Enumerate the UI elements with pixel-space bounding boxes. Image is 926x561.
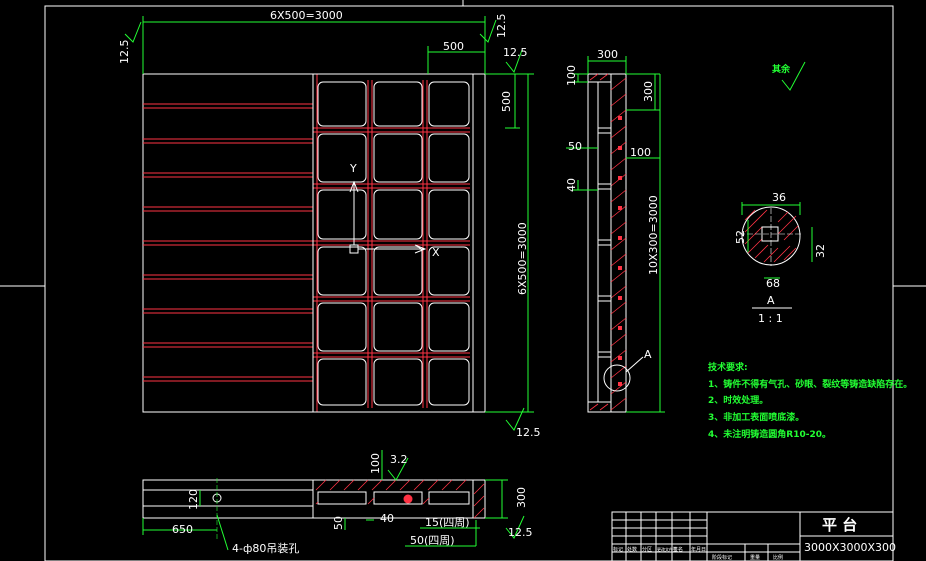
title-block (611, 511, 894, 561)
notes-item-2: 2、时效处理。 (708, 394, 768, 406)
dim-bottom-120: 120 (187, 489, 200, 510)
dim-bottom-40: 40 (380, 512, 394, 525)
dim-top-cell: 500 (443, 40, 464, 53)
title-block-row-1: 标记 (613, 546, 623, 553)
plan-slots (143, 103, 313, 382)
section-dimensions (566, 56, 665, 413)
detail-title: A (767, 294, 775, 307)
lifting-hole-center (403, 494, 413, 504)
title-block-row-4: 更改文件号 (657, 546, 677, 552)
dim-right-total: 6X500=3000 (516, 222, 529, 295)
notes-item-4: 4、未注明铸造圆角R10-20。 (708, 428, 831, 440)
section-hatch (589, 73, 627, 411)
dim-detail-52: 52 (734, 230, 747, 244)
dim-section-top-right: 300 (642, 81, 655, 102)
title-block-row-5: 签名 (673, 546, 683, 553)
dim-roughness-right: 12.5 (503, 46, 528, 59)
lifting-holes-note: 4-ф80吊装孔 (232, 542, 299, 555)
title-block-col-1: 阶段标记 (712, 554, 732, 561)
dim-detail-68: 68 (766, 277, 780, 290)
section-mark-label: A (644, 348, 652, 361)
axis-x-label: X (432, 246, 440, 259)
notes-title: 技术要求: (708, 361, 748, 373)
detail-scale: 1 : 1 (758, 312, 783, 325)
dim-top-total: 6X500=3000 (270, 9, 343, 22)
front-hatch (315, 479, 485, 519)
notes-item-3: 3、非加工表面喷底漆。 (708, 411, 804, 423)
dim-section-50: 50 (568, 140, 582, 153)
section-ribs (597, 127, 612, 358)
front-section-view (142, 478, 486, 540)
ucs-icon (349, 180, 427, 254)
detail-dimensions (741, 202, 813, 279)
detail-circle-marker (603, 364, 631, 392)
dim-bottom-100: 100 (369, 453, 382, 474)
title-block-col-3: 比例 (773, 554, 783, 561)
plan-dimensions (124, 16, 534, 431)
axis-y-label: Y (349, 162, 357, 175)
dim-right-cell: 500 (500, 91, 513, 112)
section-markers (618, 116, 622, 386)
dim-bottom-15-around: 15(四周) (425, 516, 470, 529)
dim-section-flange: 100 (630, 146, 651, 159)
detail-a-view (739, 206, 803, 266)
title-block-row-6: 年月日 (691, 546, 706, 553)
dim-roughness-top: 12.5 (495, 14, 508, 39)
title-block-col-2: 重量 (750, 554, 760, 561)
front-dimensions (142, 450, 525, 551)
dim-bottom-300: 300 (515, 487, 528, 508)
dim-detail-32: 32 (814, 244, 827, 258)
plan-ribs (312, 74, 470, 412)
plan-inner-border (312, 73, 474, 413)
other-finish-label: 其余 (772, 63, 791, 75)
dim-bottom-650: 650 (172, 523, 193, 536)
dim-roughness-left: 12.5 (118, 40, 131, 65)
other-finish-symbol (781, 61, 806, 91)
dim-bottom-roughness: 12.5 (508, 526, 533, 539)
title-block-row-3: 分区 (642, 546, 652, 553)
part-size: 3000X3000X300 (804, 541, 896, 554)
dim-section-total: 10X300=3000 (647, 195, 660, 275)
dim-roughness-bottom: 12.5 (516, 426, 541, 439)
dim-bottom-32: 3.2 (390, 453, 408, 466)
dim-bottom-50: 50 (332, 516, 345, 530)
part-name: 平 台 (822, 516, 857, 534)
title-block-row-2: 处数 (627, 546, 637, 553)
side-section-view (587, 73, 644, 413)
dim-detail-36: 36 (772, 191, 786, 204)
notes-item-1: 1、铸件不得有气孔、砂眼、裂纹等铸造缺陷存在。 (708, 378, 912, 390)
plan-cells (317, 81, 470, 406)
dim-section-top: 100 (565, 65, 578, 86)
plan-view: Y X (142, 73, 486, 413)
dim-bottom-50-around: 50(四周) (410, 534, 455, 547)
dim-section-width: 300 (597, 48, 618, 61)
dim-section-40: 40 (565, 178, 578, 192)
